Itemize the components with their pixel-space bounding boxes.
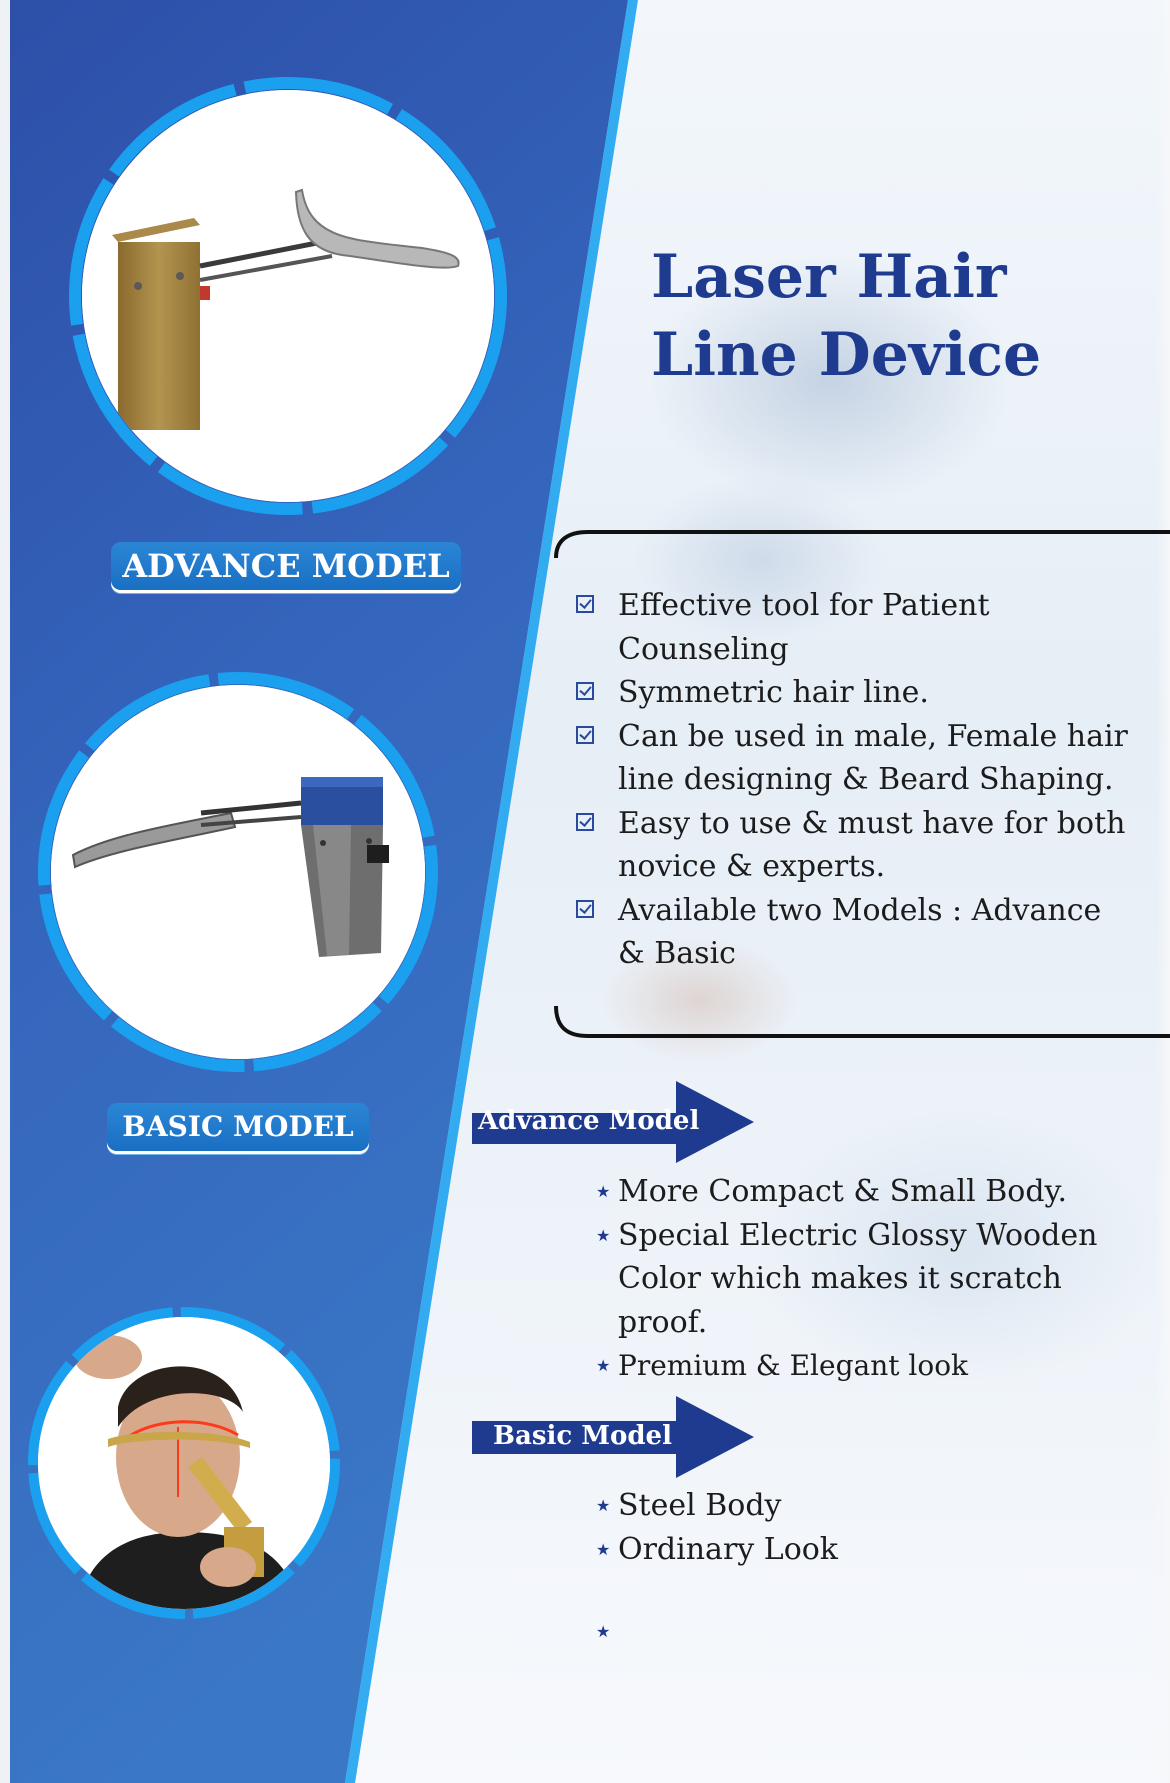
photo-ring <box>28 1307 340 1619</box>
checkbox-checked-icon <box>576 899 594 918</box>
checkbox-checked-icon <box>576 812 594 831</box>
right-edge <box>1156 0 1170 1783</box>
basic-point: ★Steel Body <box>596 1484 996 1528</box>
advance-device-image <box>82 90 494 502</box>
basic-model-arrow <box>472 1396 754 1478</box>
advance-point: ★More Compact & Small Body. <box>596 1170 1156 1214</box>
basic-model-photo <box>38 672 438 1072</box>
top-bracket <box>554 530 1170 559</box>
page-title: Laser Hair Line Device <box>651 238 1041 394</box>
basic-model-label: BASIC MODEL <box>107 1103 369 1151</box>
star-icon: ★ <box>596 1356 611 1375</box>
basic-device-image <box>51 685 425 1059</box>
basic-model-header: Basic Model <box>493 1421 672 1451</box>
advance-model-label: ADVANCE MODEL <box>111 542 461 590</box>
advance-model-arrow <box>472 1081 754 1163</box>
star-icon: ★ <box>596 1225 611 1245</box>
title-line-2: Line Device <box>651 320 1042 390</box>
feature-item: Effective tool for Patient Counseling <box>576 584 1136 671</box>
title-line-1: Laser Hair <box>651 242 1007 312</box>
photo-ring <box>69 77 507 515</box>
star-icon: ★ <box>596 1182 611 1201</box>
bottom-bracket <box>554 1005 1170 1038</box>
feature-item: Symmetric hair line. <box>576 671 1136 715</box>
advance-point: ★Special Electric Glossy Wooden Color wh… <box>596 1214 1156 1345</box>
advance-point: ★Premium & Elegant look <box>596 1344 1156 1388</box>
checkbox-checked-icon <box>576 682 594 700</box>
feature-item: Can be used in male, Female hair line de… <box>576 715 1136 802</box>
star-icon: ★ <box>596 1496 611 1515</box>
star-icon: ★ <box>596 1539 611 1559</box>
advance-model-header: Advance Model <box>478 1106 700 1136</box>
advance-model-photo <box>68 76 508 516</box>
feature-list: Effective tool for Patient Counseling Sy… <box>576 584 1136 976</box>
feature-item: Easy to use & must have for both novice … <box>576 802 1136 889</box>
advance-points-list: ★More Compact & Small Body. ★Special Ele… <box>596 1170 1156 1388</box>
star-icon: ★ <box>596 1622 611 1641</box>
photo-ring <box>38 672 438 1072</box>
basic-points-list: ★Steel Body ★Ordinary Look <box>596 1484 996 1571</box>
checkbox-checked-icon <box>576 725 594 744</box>
demo-photo <box>28 1307 340 1619</box>
man-using-device-image <box>38 1317 330 1609</box>
feature-item: Available two Models : Advance & Basic <box>576 889 1136 976</box>
checkbox-checked-icon <box>576 595 594 613</box>
basic-point: ★Ordinary Look <box>596 1528 996 1572</box>
left-edge <box>0 0 10 1783</box>
